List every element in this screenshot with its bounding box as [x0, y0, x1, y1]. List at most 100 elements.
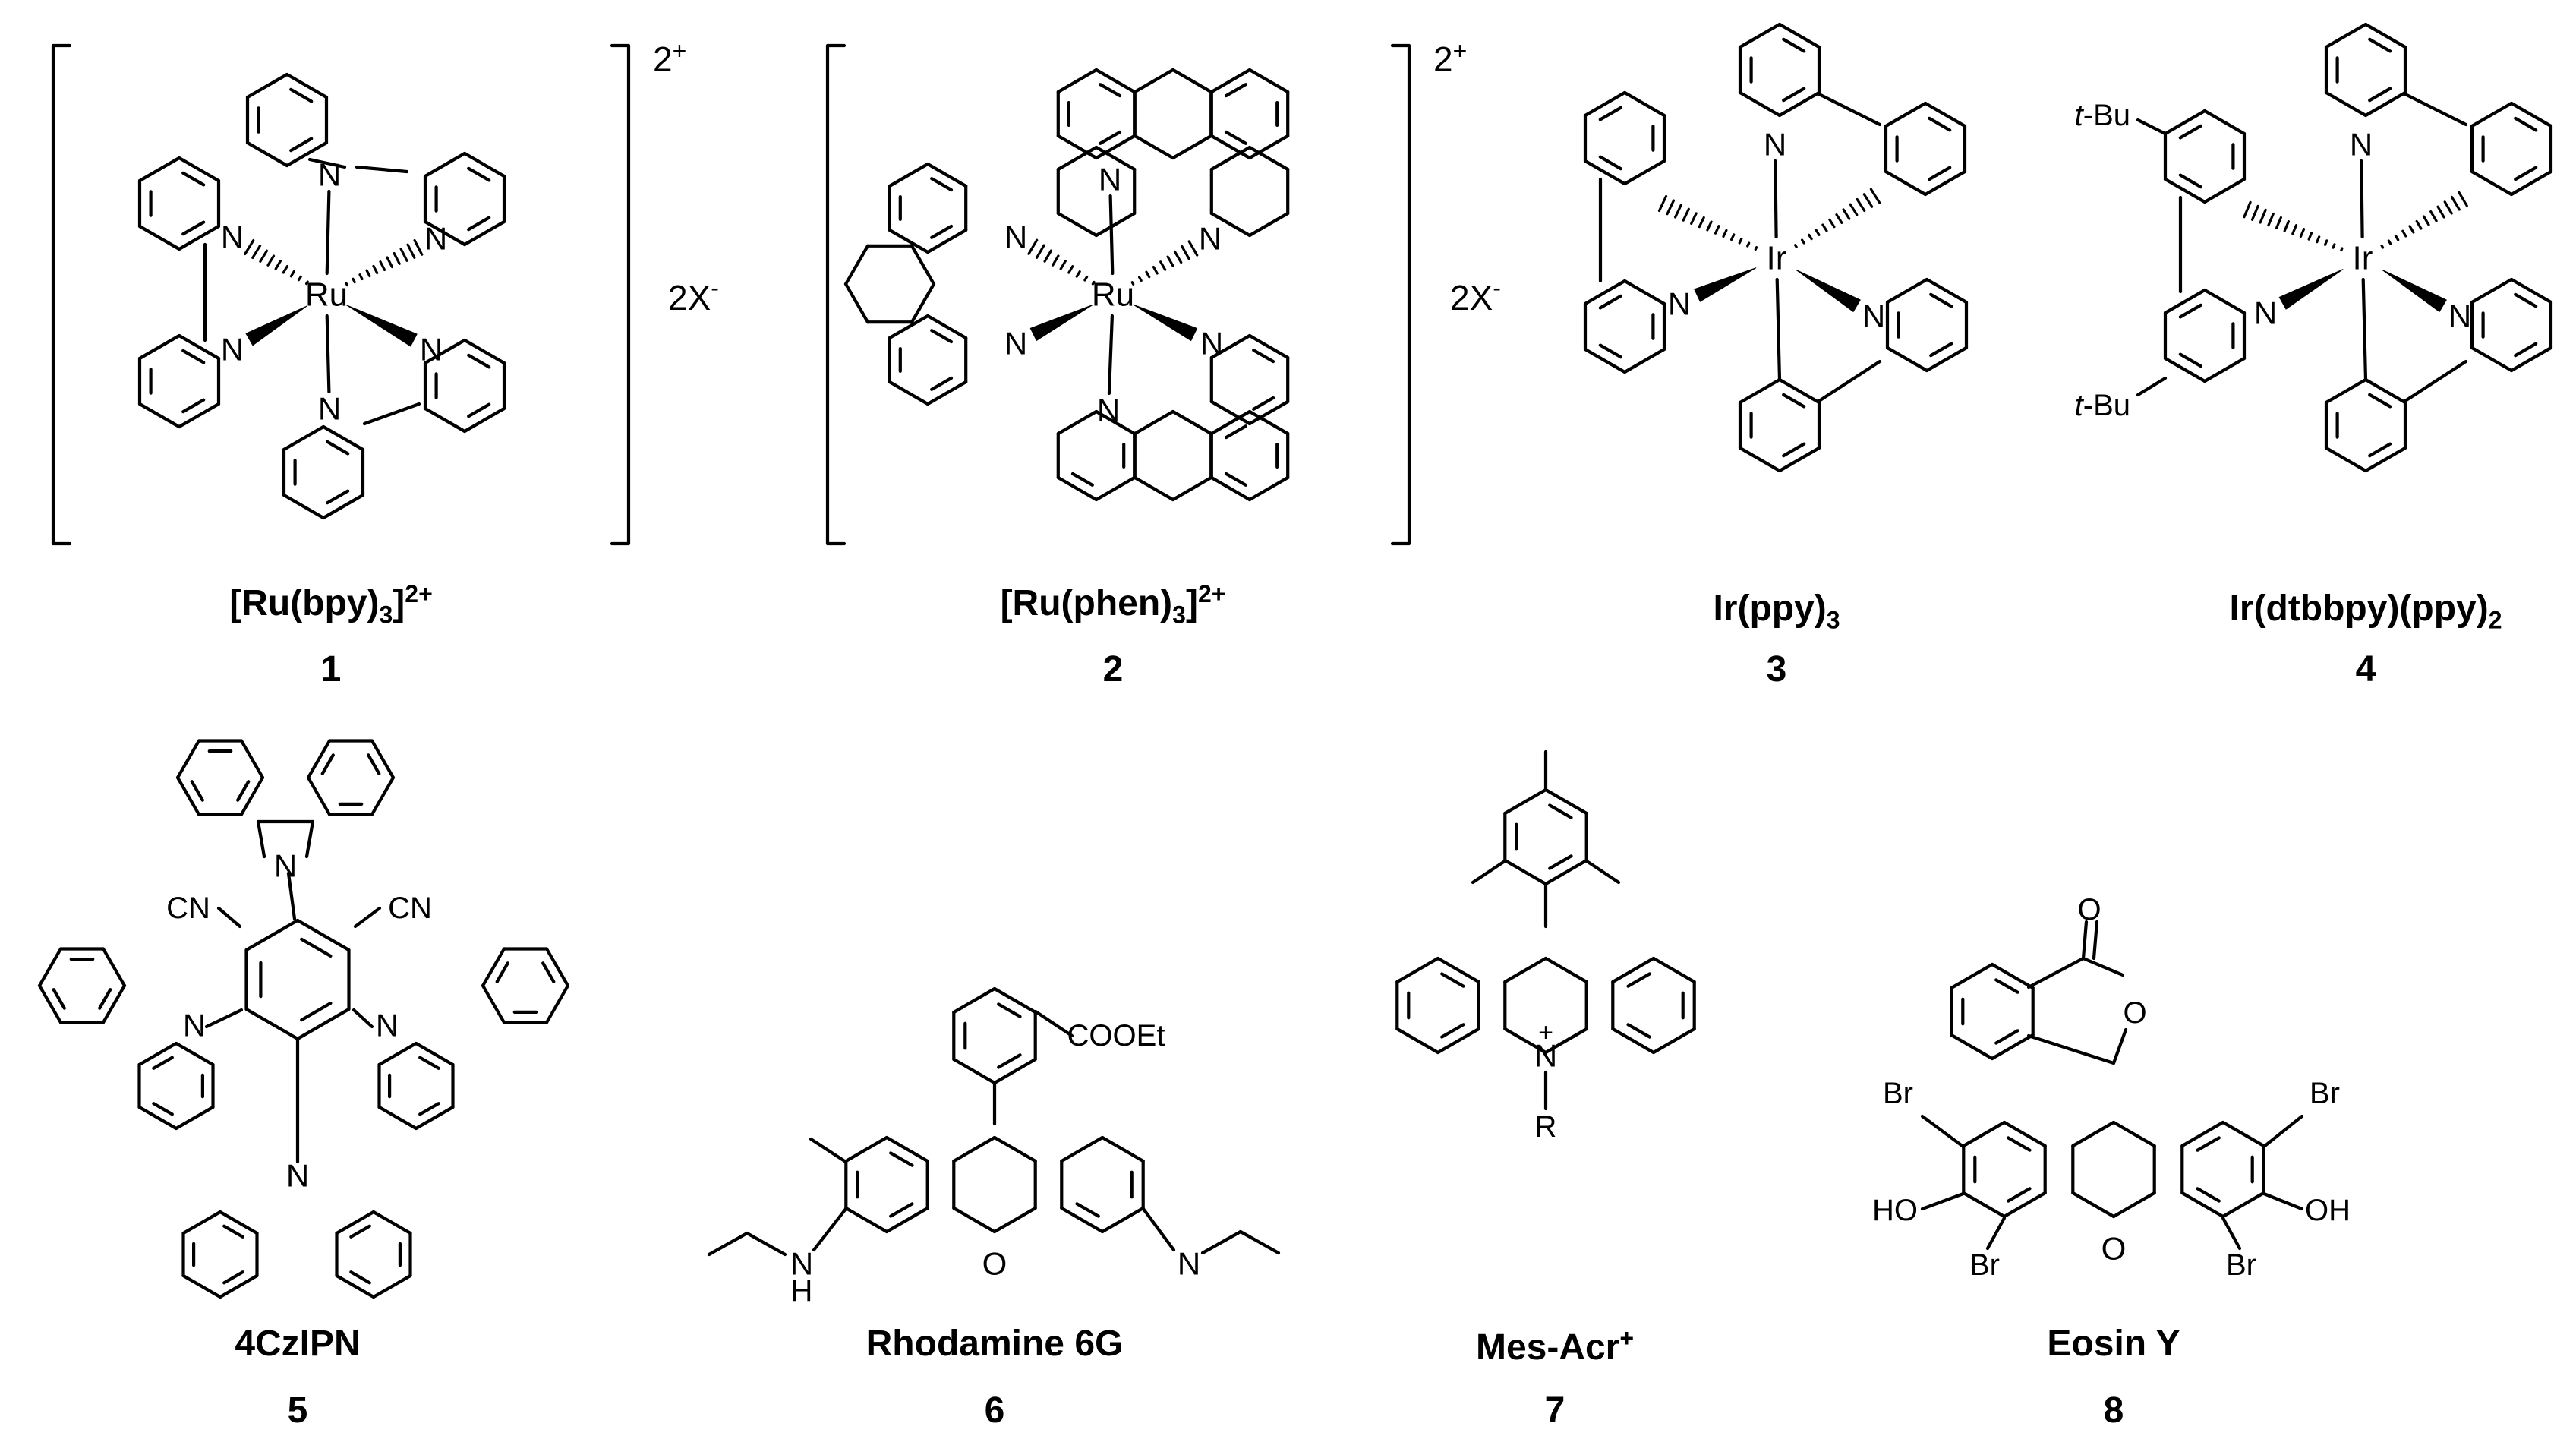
bond [175, 775, 201, 816]
bond [414, 1041, 455, 1067]
bond [462, 219, 506, 247]
bond [37, 947, 63, 988]
bond [481, 947, 506, 988]
caption-id-5: 5 [287, 1390, 308, 1431]
bond [2316, 235, 2321, 244]
caption-name-6: Rhodamine 6G [865, 1324, 1124, 1364]
nitrogen-label: N [318, 157, 341, 193]
bond [2243, 200, 2252, 219]
bond [1738, 446, 1782, 473]
bond [2136, 118, 2168, 136]
bond [1247, 134, 1290, 160]
bond [1436, 1027, 1480, 1055]
bond [1056, 68, 1099, 94]
bond [37, 983, 63, 1024]
bond [2262, 1114, 2304, 1149]
bond [1440, 1023, 1465, 1039]
bond [1094, 475, 1137, 502]
bond [1043, 249, 1053, 263]
bond [2408, 225, 2415, 234]
bond [1782, 442, 1806, 458]
bond [399, 248, 408, 262]
bond [1094, 409, 1137, 436]
bond [1651, 956, 1696, 984]
bond [239, 775, 265, 816]
bond [812, 1207, 848, 1252]
bond [1611, 956, 1656, 984]
bond [2324, 446, 2368, 473]
bond [1923, 169, 1967, 197]
bond [2324, 90, 2368, 118]
bond [1247, 211, 1290, 238]
bond [2196, 1187, 2221, 1203]
bond [2509, 101, 2553, 128]
bond [1035, 244, 1045, 259]
bond [809, 1137, 848, 1164]
bond [843, 244, 870, 286]
bond [952, 1206, 997, 1234]
bond [2514, 342, 2538, 358]
bond [2323, 239, 2328, 246]
bond [2136, 376, 2168, 397]
bond [326, 440, 350, 456]
bond [352, 277, 356, 284]
bond [462, 338, 506, 365]
bond [1100, 1206, 1145, 1234]
nitrogen-label: N [424, 221, 447, 257]
bond [1657, 194, 1668, 213]
bond [266, 254, 276, 267]
bond [325, 314, 331, 394]
cyano-label-right: CN [388, 891, 432, 925]
bond [2202, 288, 2247, 315]
bond [2429, 210, 2438, 222]
bond [2163, 288, 2207, 315]
bond [306, 739, 332, 780]
bond [1503, 1027, 1548, 1055]
bond [952, 1057, 997, 1085]
bond [2092, 920, 2099, 961]
bond [2283, 220, 2290, 232]
bond [925, 314, 968, 340]
bond [1548, 854, 1573, 870]
bond [1152, 265, 1159, 275]
bond [1884, 101, 1928, 128]
bond [1801, 238, 1805, 245]
bond [1782, 37, 1806, 53]
bond [418, 1102, 440, 1116]
bond [370, 739, 396, 780]
bond [2470, 277, 2514, 305]
bond [888, 380, 930, 406]
bond [1985, 1216, 2007, 1251]
bond [1247, 333, 1290, 360]
nitrogen-label: N [1862, 298, 1885, 334]
bond [2458, 191, 2468, 207]
bond [481, 983, 506, 1024]
bond [888, 162, 930, 188]
bond [1856, 197, 1866, 213]
bond [1209, 211, 1252, 238]
bond [1622, 159, 1666, 186]
nitrogen-label: N [183, 1008, 206, 1043]
bond [326, 489, 350, 505]
bond [992, 986, 1037, 1015]
bond [1782, 87, 1806, 103]
bond [177, 224, 221, 251]
bond [304, 819, 315, 859]
bond [175, 739, 201, 780]
caption-id-6: 6 [984, 1390, 1005, 1431]
bond [1583, 347, 1627, 374]
bond [370, 775, 396, 816]
bond [1440, 972, 1465, 988]
bond [289, 137, 314, 153]
bond [1503, 956, 1548, 984]
caption-id-7: 7 [1544, 1390, 1565, 1431]
nitrogen-label: N [286, 1158, 309, 1194]
bond [1224, 130, 1247, 145]
bond [2324, 377, 2368, 405]
bond [1923, 101, 1967, 128]
bond [462, 151, 506, 178]
bond [2275, 216, 2282, 229]
bond [372, 264, 379, 275]
bond [1209, 409, 1252, 436]
